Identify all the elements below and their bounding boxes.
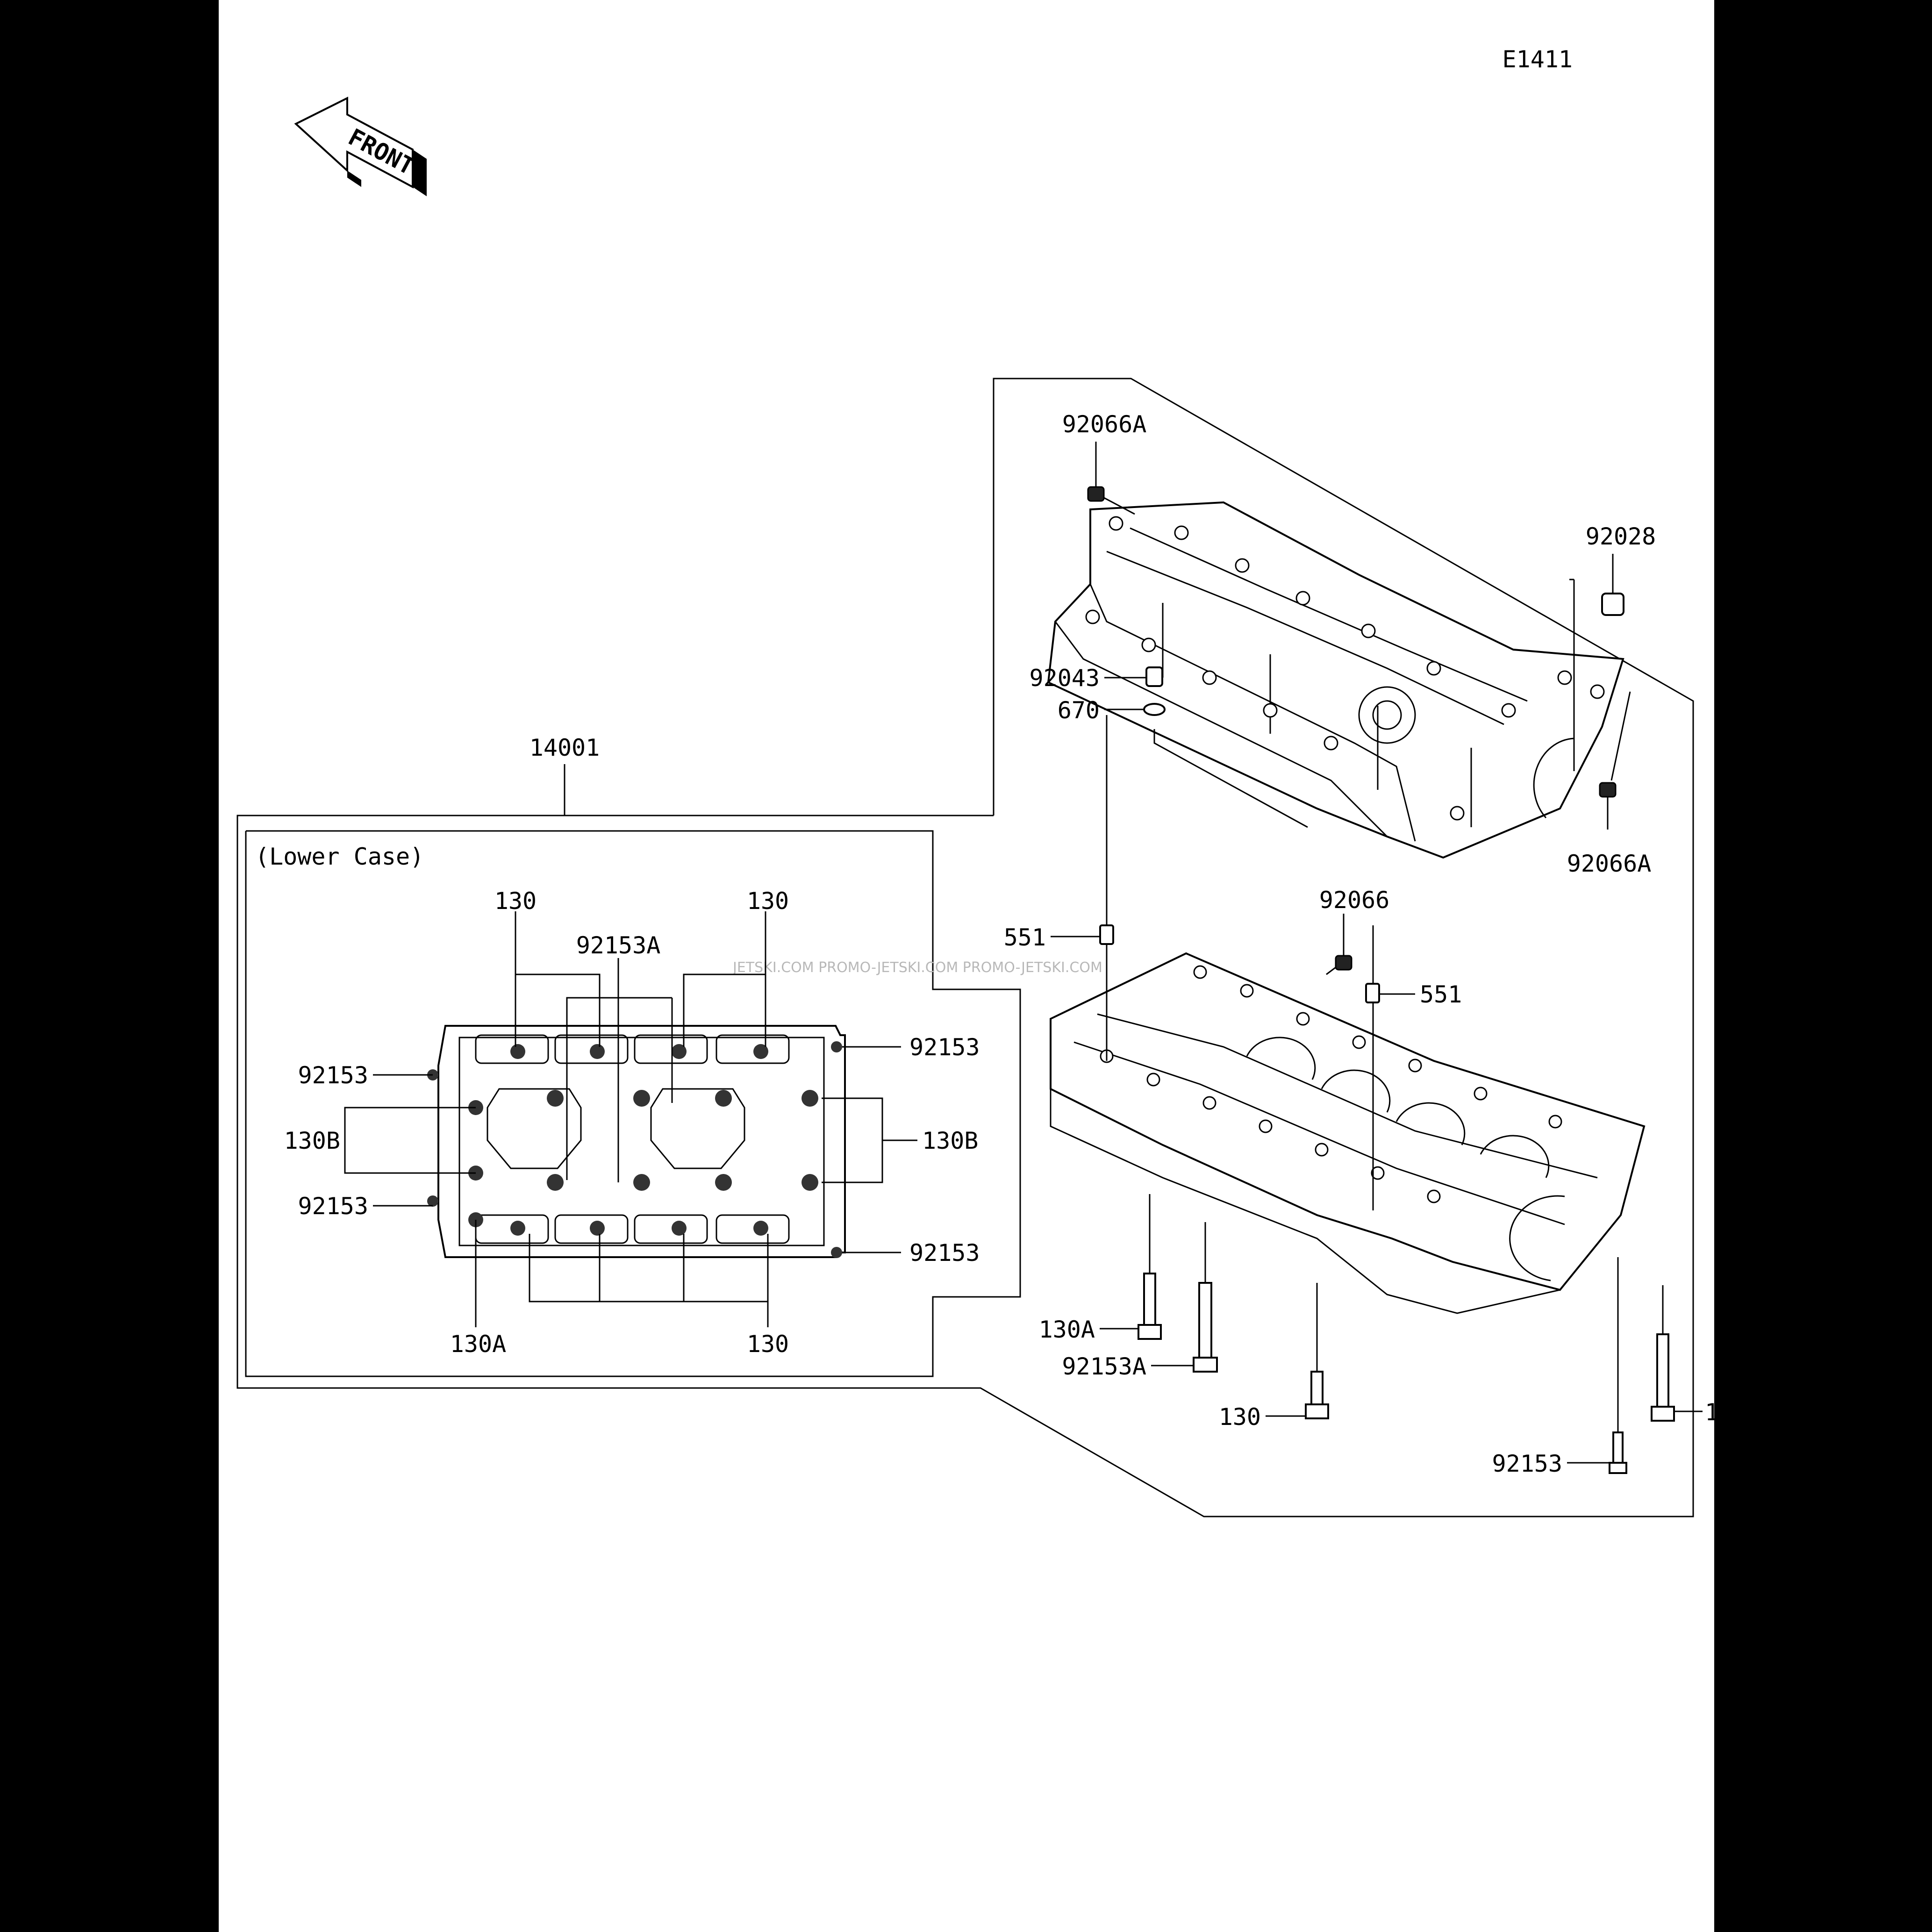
inset-callout-130A: 130A <box>450 1331 506 1358</box>
callout-670: 670 <box>1058 697 1100 724</box>
diagram-sheet: E1411 FRONT (Lower Case) 14001 JETSKI.CO… <box>219 0 1714 1932</box>
inset-callout-130-bottom: 130 <box>747 1331 789 1358</box>
dowel-right <box>1365 983 1380 1003</box>
callout-551-left: 551 <box>1004 924 1046 951</box>
bolt-130 <box>1305 1371 1329 1419</box>
lower-case-inset-frame <box>245 830 1021 1377</box>
inset-callout-92153-left-lower: 92153 <box>298 1193 368 1220</box>
inset-callout-92153-right-lower: 92153 <box>909 1239 980 1267</box>
dowel-left <box>1099 924 1114 945</box>
cap-upper-left <box>1087 486 1105 502</box>
assembly-outline <box>236 378 1694 1517</box>
callout-92066A-lower: 92066A <box>1567 850 1652 877</box>
inset-callout-92153A: 92153A <box>576 932 661 959</box>
inset-callout-130B-left: 130B <box>284 1127 340 1154</box>
callout-130B: 130B <box>1705 1399 1714 1426</box>
inset-callout-130-top-left: 130 <box>494 887 537 915</box>
callout-551-right: 551 <box>1420 981 1462 1008</box>
callout-130A: 130A <box>1039 1316 1095 1343</box>
cap-lower <box>1335 955 1352 971</box>
lower-crankcase <box>1050 952 1646 1314</box>
inset-callout-92153-left-upper: 92153 <box>298 1062 368 1089</box>
cap-upper-right <box>1599 782 1617 798</box>
lower-case-caption: (Lower Case) <box>255 843 424 870</box>
watermark: JETSKI.COM PROMO-JETSKI.COM PROMO-JETSKI… <box>732 959 1102 976</box>
plug-92028 <box>1601 593 1624 616</box>
inset-callout-130B-right: 130B <box>922 1127 978 1154</box>
callout-92043: 92043 <box>1029 665 1100 692</box>
callout-92153: 92153 <box>1492 1450 1562 1477</box>
callout-130: 130 <box>1219 1403 1261 1431</box>
jet-92043 <box>1145 666 1163 687</box>
lower-case-top-view <box>427 1025 846 1258</box>
inset-callout-92153-right-upper: 92153 <box>909 1034 980 1061</box>
upper-crankcase <box>1047 501 1631 859</box>
callout-92066: 92066 <box>1319 887 1390 914</box>
bolt-92153A <box>1193 1282 1218 1373</box>
oring-670 <box>1143 703 1166 716</box>
front-arrow-icon: FRONT <box>294 96 427 196</box>
bolt-92153 <box>1609 1431 1627 1474</box>
callout-92153A: 92153A <box>1062 1353 1146 1380</box>
inset-callout-130-top-right: 130 <box>747 887 789 915</box>
bolt-130B-drawn <box>1651 1333 1675 1422</box>
diagram-code: E1411 <box>1502 46 1573 73</box>
crankcase-parts-diagram: E1411 FRONT (Lower Case) 14001 JETSKI.CO… <box>236 46 1714 1517</box>
bolt-130A <box>1138 1273 1162 1340</box>
callout-92066A-upper: 92066A <box>1062 411 1147 438</box>
callout-14001: 14001 <box>530 734 600 761</box>
callout-92028: 92028 <box>1586 523 1656 550</box>
